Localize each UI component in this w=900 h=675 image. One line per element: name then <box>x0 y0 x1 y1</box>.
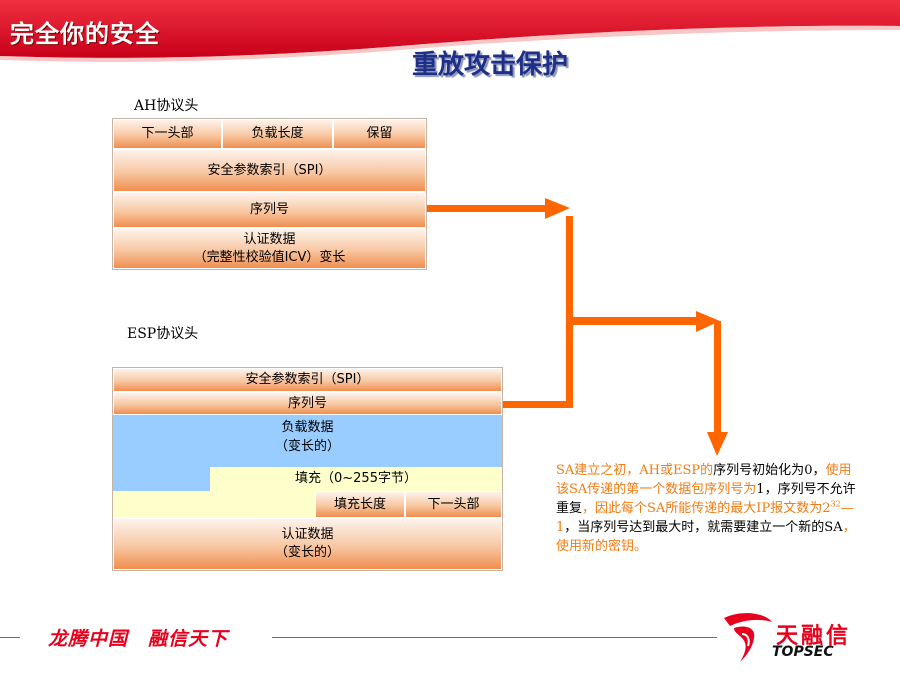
note-down-shaft <box>714 321 721 433</box>
footer-divider-mid <box>272 637 717 638</box>
header-band <box>0 0 900 62</box>
esp-auth-line1: 认证数据 <box>281 527 334 542</box>
ah-sequence-label: 序列号 <box>249 202 289 217</box>
footer-divider-left <box>0 637 20 638</box>
esp-spi-label: 安全参数索引（SPI） <box>245 372 370 387</box>
page-title: 重放攻击保护 <box>411 50 568 80</box>
note-part-9: —1 <box>556 501 854 535</box>
ah-auth-line1: 认证数据 <box>243 231 296 247</box>
esp-sequence-field: 序列号 <box>113 392 502 415</box>
logo-chinese-text: 天融信 <box>776 624 852 649</box>
sequence-note: SA建立之初，AH或ESP的序列号初始化为0，使用该SA传递的第一个数据包序列号… <box>556 461 864 556</box>
esp-payload-line1: 负载数据 <box>281 420 334 435</box>
note-part-11: SA <box>824 520 843 535</box>
ah-header-frame <box>112 118 427 270</box>
esp-pad-length-field: 填充长度 <box>315 491 405 518</box>
ah-sequence-arrow-head <box>545 198 570 219</box>
esp-sequence-label: 序列号 <box>287 395 327 411</box>
note-part-5: 1， <box>756 482 778 497</box>
merge-vertical-bar <box>566 216 573 408</box>
note-exponent: 32 <box>830 499 841 509</box>
esp-payload-line2: （变长的） <box>274 439 340 454</box>
esp-spi-field: 安全参数索引（SPI） <box>113 368 502 392</box>
esp-auth-line2: （变长的） <box>274 545 340 560</box>
note-part-6: 序列号不允许重复 <box>556 482 856 516</box>
esp-payload-tail <box>113 467 210 491</box>
esp-sequence-arrow-shaft <box>503 401 570 408</box>
ah-reserved-field: 保留 <box>333 119 426 149</box>
ah-sequence-field: 序列号 <box>113 192 426 228</box>
esp-header-label: ESP协议头 <box>127 326 199 342</box>
merge-arrow-head <box>696 311 720 332</box>
footer-slogan: 龙腾中国 融信天下 <box>48 628 229 650</box>
note-down-arrow-head <box>707 432 728 456</box>
esp-padding-field: 填充（0~255字节） <box>210 467 502 491</box>
header-title: 完全你的安全 <box>10 20 160 48</box>
merge-horizontal-bar <box>566 317 696 325</box>
topsec-logo-icon <box>724 613 772 662</box>
ah-reserved-label: 保留 <box>366 126 393 141</box>
esp-header-frame <box>112 367 503 571</box>
note-part-2: 序列号初始化为 <box>713 463 805 478</box>
ah-payload-length-label: 负载长度 <box>251 126 304 141</box>
note-part-1: SA建立之初，AH或ESP的 <box>556 463 714 478</box>
esp-pad-length-label: 填充长度 <box>333 496 386 512</box>
ah-sequence-arrow-shaft <box>427 205 545 212</box>
ah-spi-label: 安全参数索引（SPI） <box>207 162 332 178</box>
logo-english-text: TOPSEC <box>772 644 834 660</box>
note-part-10: ，当序列号达到最大时，就需要建立一个新的 <box>564 520 825 535</box>
ah-auth-line2: （完整性校验值ICV）变长 <box>193 249 346 265</box>
esp-next-header-label: 下一头部 <box>427 496 480 512</box>
esp-padding-tail <box>113 491 315 518</box>
esp-next-header-field: 下一头部 <box>405 491 502 518</box>
ah-next-header-label: 下一头部 <box>141 126 194 141</box>
ah-header-label: AH协议头 <box>134 98 199 114</box>
ah-spi-field: 安全参数索引（SPI） <box>113 149 426 192</box>
note-part-3: 0， <box>804 463 826 478</box>
ah-next-header-field: 下一头部 <box>113 119 222 149</box>
note-part-4: 使用该SA传递的第一个数据包序列号为 <box>556 463 852 497</box>
esp-payload-text: 负载数据 （变长的） <box>113 418 502 456</box>
esp-padding-label: 填充（0~255字节） <box>295 471 417 486</box>
note-part-7: ，因此每个SA所能传递的最大IP报文数为2 <box>582 501 831 516</box>
esp-auth-data-field: 认证数据 （变长的） <box>113 518 502 570</box>
esp-payload-field <box>113 415 502 467</box>
ah-payload-length-field: 负载长度 <box>222 119 333 149</box>
note-part-12: ，使用新的密钥。 <box>556 520 856 554</box>
ah-auth-data-field: 认证数据 （完整性校验值ICV）变长 <box>113 228 426 269</box>
